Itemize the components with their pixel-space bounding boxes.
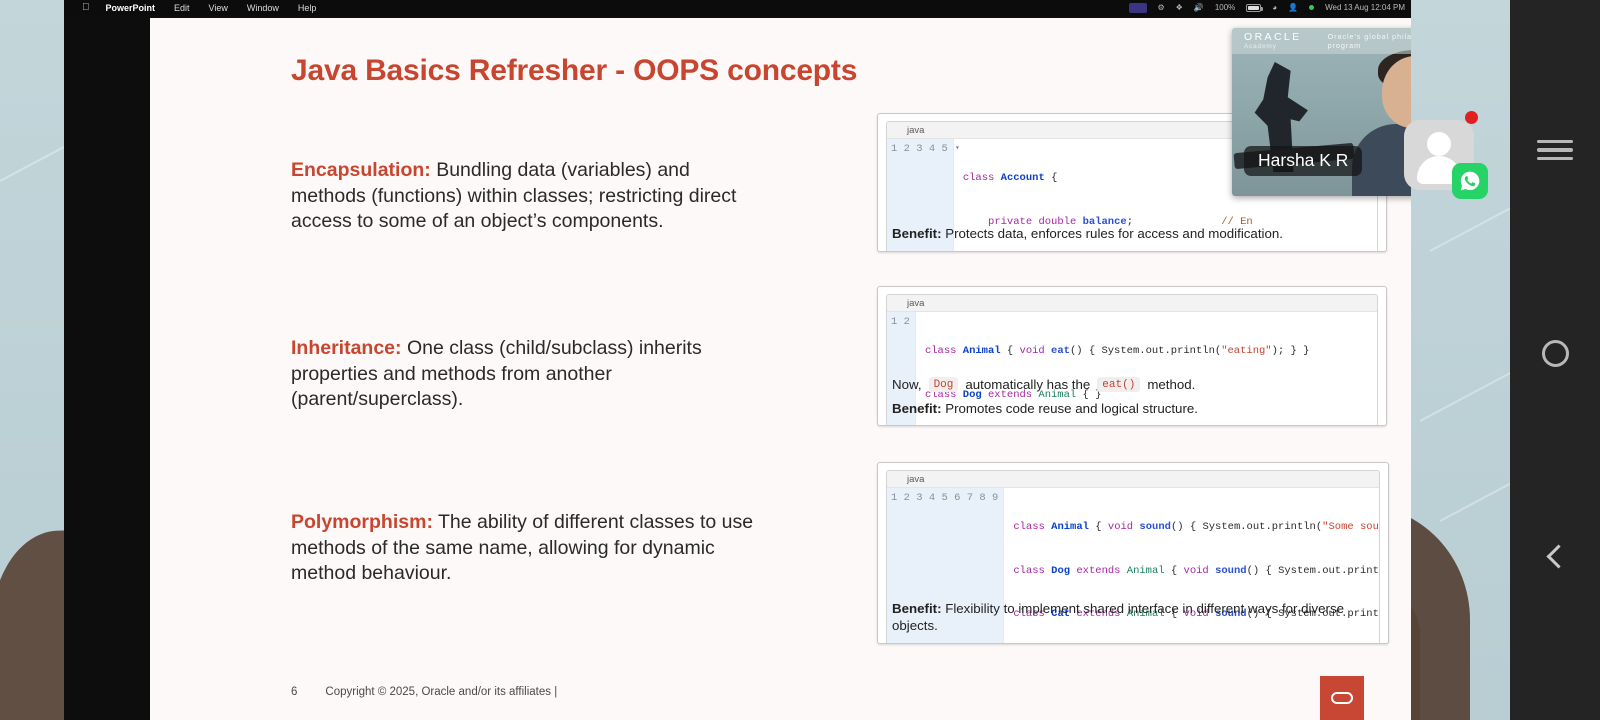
bluetooth-icon[interactable]: ❖ [1175,3,1183,12]
avatar-head-icon [1427,132,1451,156]
concept-term-inheritance: Inheritance: [291,337,402,359]
recording-dot-icon [1465,111,1478,124]
line-number: 9 [992,492,999,504]
status-dot-icon [1309,5,1315,10]
benefit-line: Benefit: Protects data, enforces rules f… [892,225,1283,242]
now-middle: automatically has the [965,377,1091,392]
concept-polymorphism: Polymorphism: The ability of different c… [291,510,766,587]
code-text: class Account { private double balance; … [954,139,1377,251]
line-number: 6 [954,492,961,504]
benefit-line: Benefit: Promotes code reuse and logical… [892,400,1198,417]
explanation-line: Now, Dog automatically has the eat() met… [892,377,1195,392]
video-brand-banner: ORACLE Academy Oracle's global philanthr… [1232,28,1411,54]
back-button[interactable] [1527,528,1583,584]
menu-item-view[interactable]: View [201,2,228,13]
wifi-icon[interactable]: ◕ [1272,3,1278,12]
code-gutter: 1 2 [887,312,916,425]
benefit-text: Promotes code reuse and logical structur… [941,401,1198,416]
concept-text-polymorphism: The ability of different classes to use … [291,511,754,585]
inline-code-eat: eat() [1097,377,1141,392]
code-language-label: java [887,295,1377,312]
screen-share-icon[interactable] [1128,2,1147,13]
code-block: java 1 2 class Animal { void eat() { Sys… [886,294,1378,425]
code-gutter: 1 2 3 4 5 6 7 8 9 [887,488,1005,643]
battery-icon[interactable] [1246,3,1264,12]
code-body[interactable]: 1 2 3 4 5 6 7 8 9 class Animal { void so… [887,488,1379,643]
line-number: 7 [966,492,974,504]
battery-percent: 100% [1214,3,1236,12]
line-number: 8 [979,492,986,504]
powerpoint-slide: Java Basics Refresher - OOPS concepts En… [150,18,1411,720]
line-number: 1 [891,316,898,328]
concept-term-encapsulation: Encapsulation: [291,159,431,181]
concept-inheritance: Inheritance: One class (child/subclass) … [291,336,766,413]
menu-item-help[interactable]: Help [290,2,317,13]
concept-text-inheritance: One class (child/subclass) inherits prop… [291,337,702,411]
shared-mac-screen:  PowerPoint Edit View Window Help ⚙ ❖ 🔊… [64,0,1411,720]
recents-button[interactable] [1527,122,1583,178]
home-circle-icon [1541,339,1569,367]
menu-item-edit[interactable]: Edit [166,2,190,13]
code-gutter: 1 2 3 4 5 ▾ [887,139,960,251]
chevron-left-icon [1545,543,1571,569]
benefit-line: Benefit: Flexibility to implement shared… [892,600,1388,634]
line-number: 4 [928,492,936,504]
concept-encapsulation: Encapsulation: Bundling data (variables)… [291,158,766,235]
home-button[interactable] [1527,325,1583,381]
code-text: class Animal { void sound() { System.out… [1013,521,1379,620]
code-language-label: java [887,471,1379,488]
benefit-label: Benefit: [892,226,942,241]
menu-item-powerpoint[interactable]: PowerPoint [98,2,156,13]
wallpaper-streak [0,142,72,182]
mac-menu-bar:  PowerPoint Edit View Window Help ⚙ ❖ 🔊… [64,0,1411,15]
volume-icon[interactable]: 🔊 [1193,3,1204,12]
code-body[interactable]: 1 2 class Animal { void eat() { System.o… [887,312,1377,425]
benefit-text: Protects data, enforces rules for access… [941,226,1283,241]
video-participant-tile[interactable]: ORACLE Academy Oracle's global philanthr… [1232,28,1411,196]
code-fold-icon[interactable]: ▾ [954,144,960,153]
menu-icon [1537,139,1573,144]
benefit-text: Flexibility to implement shared interfac… [892,601,1345,633]
oracle-logo [1320,676,1364,720]
line-number: 4 [928,143,936,155]
now-prefix: Now, [892,377,922,392]
line-number: 2 [903,316,910,328]
line-number: 2 [903,143,910,155]
menu-icon [1537,148,1573,152]
slide-footer: 6 Copyright © 2025, Oracle and/or its af… [291,686,557,698]
participant-name-tag: Harsha K R [1244,146,1363,176]
inline-code-dog: Dog [928,377,959,392]
line-number: 1 [891,143,898,155]
line-number: 3 [916,492,923,504]
code-block: java 1 2 3 4 5 6 7 8 9 [886,470,1380,643]
menu-bar-status-area: ⚙ ❖ 🔊 100% ◕ 👤 Wed 13 Aug 12:04 PM [1128,0,1405,15]
menu-item-window[interactable]: Window [239,2,279,13]
code-card-polymorphism: java 1 2 3 4 5 6 7 8 9 [877,462,1389,644]
now-suffix: method. [1147,377,1196,392]
concept-text-encapsulation: Bundling data (variables) and methods (f… [291,159,737,233]
benefit-label: Benefit: [892,601,942,616]
whatsapp-icon[interactable] [1452,163,1488,199]
line-number: 5 [941,143,948,155]
line-number: 1 [891,492,898,504]
apple-icon[interactable]:  [82,2,90,13]
video-tagline: Oracle's global philanthropic educationa… [1327,32,1411,50]
page-number: 6 [291,686,298,698]
concept-term-polymorphism: Polymorphism: [291,511,433,533]
page-title: Java Basics Refresher - OOPS concepts [291,54,858,87]
menu-icon [1537,156,1573,161]
oracle-academy-sub: Academy [1244,43,1277,50]
oracle-mark-icon [1331,692,1353,704]
user-switch-icon[interactable]: 👤 [1288,3,1299,12]
line-number: 3 [916,143,923,155]
benefit-label: Benefit: [892,401,942,416]
android-nav-bar [1510,0,1600,720]
line-number: 2 [903,492,910,504]
control-center-icon[interactable]: ⚙ [1157,3,1165,12]
oracle-wordmark: ORACLE [1244,31,1302,43]
menu-bar-clock[interactable]: Wed 13 Aug 12:04 PM [1325,3,1405,12]
code-card-inheritance: java 1 2 class Animal { void eat() { Sys… [877,286,1387,426]
line-number: 5 [941,492,948,504]
copyright-text: Copyright © 2025, Oracle and/or its affi… [325,686,558,698]
